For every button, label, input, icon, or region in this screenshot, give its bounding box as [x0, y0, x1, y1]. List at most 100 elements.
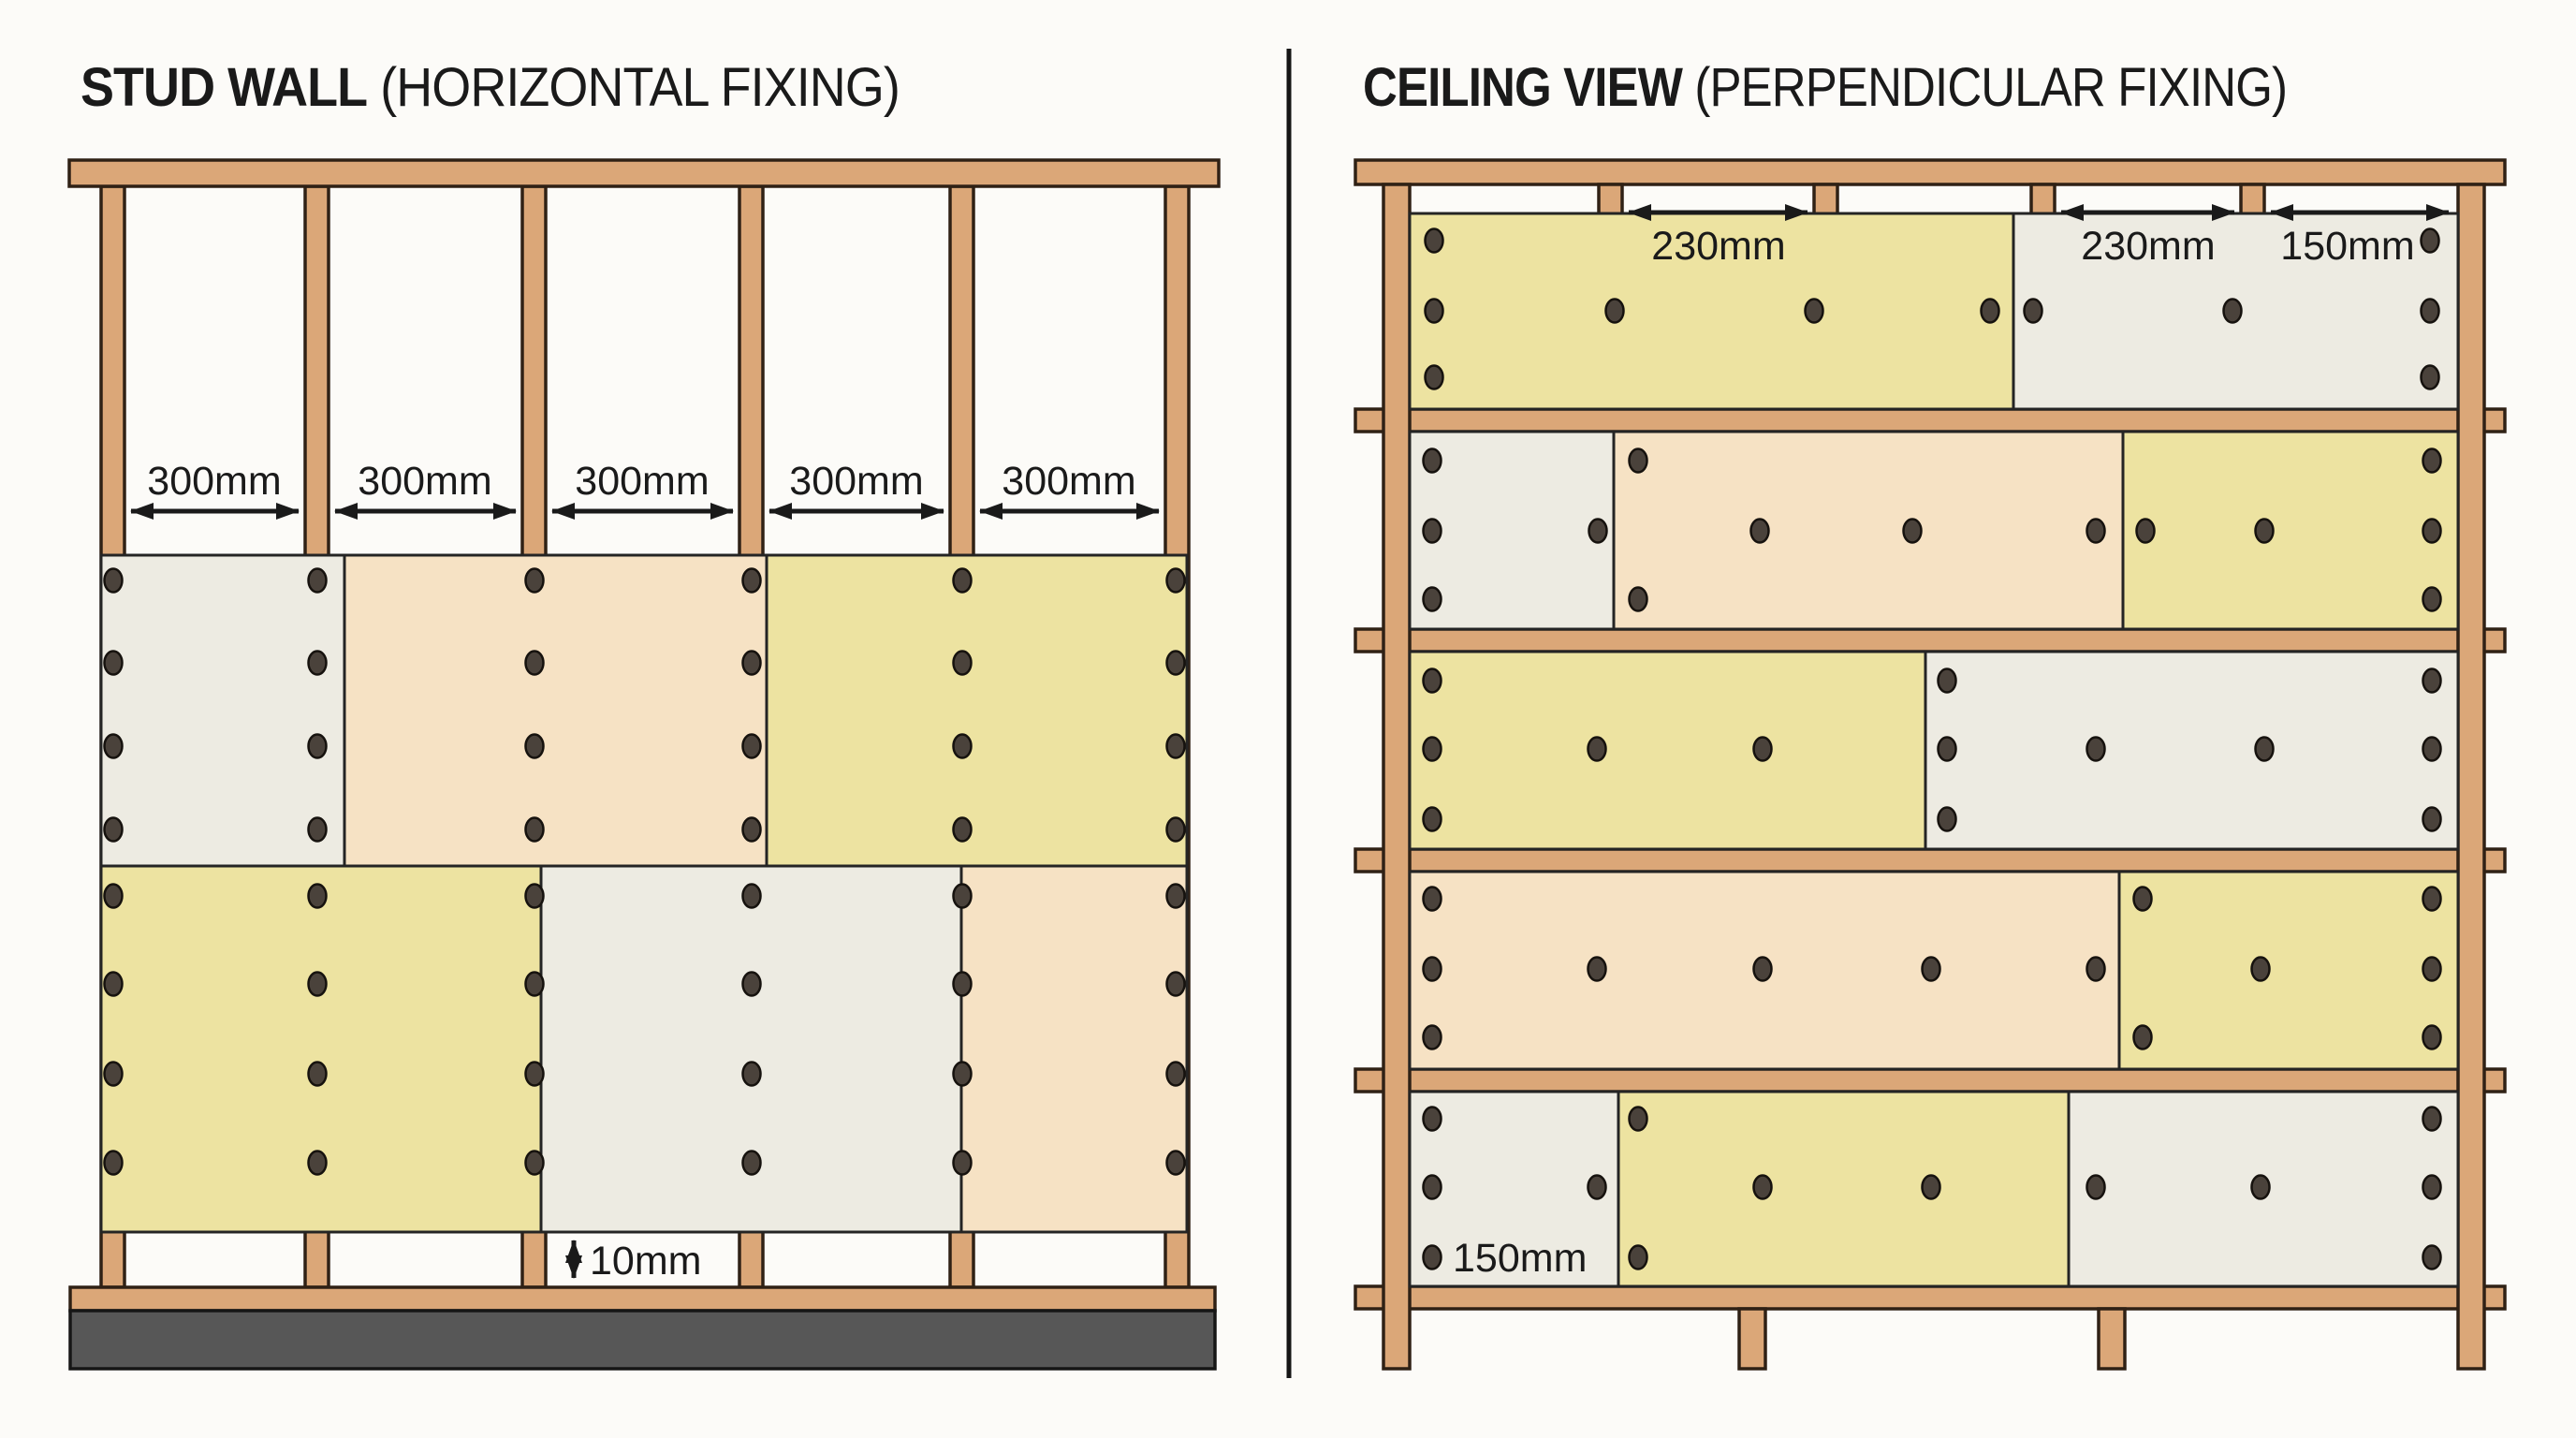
screw-dot — [1752, 956, 1773, 982]
screw-dot — [1937, 668, 1957, 694]
screw-dot — [2422, 1024, 2442, 1050]
plasterboard — [2012, 212, 2460, 411]
screw-dot — [1937, 806, 1957, 832]
joist — [1354, 158, 2507, 186]
screw-dot — [2422, 668, 2442, 694]
screw-dot — [952, 733, 973, 759]
plasterboard — [1924, 650, 2460, 851]
edge-distance-bottom-label: 150mm — [1453, 1236, 1587, 1281]
screw-dot — [103, 816, 124, 843]
screw-dot — [952, 883, 973, 909]
screw-dot — [1937, 736, 1957, 762]
screw-spacing-label: 230mm — [2081, 224, 2215, 269]
plasterboard — [1408, 430, 1616, 631]
stud-spacing-label: 300mm — [789, 459, 923, 504]
screw-dot — [741, 883, 762, 909]
screw-dot — [307, 971, 328, 997]
left-panel-title-bold: STUD WALL — [80, 56, 367, 117]
screw-dot — [1165, 816, 1186, 843]
noggin-stub — [2239, 183, 2266, 217]
plasterboard — [1612, 430, 2125, 631]
screw-dot — [741, 1150, 762, 1176]
screw-dot — [2086, 956, 2106, 982]
screw-dot — [1604, 298, 1625, 324]
noggin-stub — [2097, 1307, 2127, 1371]
screw-dot — [1902, 518, 1923, 544]
screw-dot — [2420, 364, 2440, 390]
screw-dot — [307, 567, 328, 594]
screw-dot — [1165, 567, 1186, 594]
screw-dot — [2086, 518, 2106, 544]
screw-dot — [2422, 806, 2442, 832]
screw-dot — [307, 1061, 328, 1087]
screw-dot — [2422, 518, 2442, 544]
screw-dot — [1628, 586, 1648, 612]
screw-dot — [524, 733, 545, 759]
bottom-plate — [68, 1285, 1217, 1313]
screw-dot — [1165, 650, 1186, 676]
screw-dot — [2422, 586, 2442, 612]
screw-dot — [1422, 736, 1442, 762]
screw-dot — [952, 1061, 973, 1087]
left-panel-title: STUD WALL (HORIZONTAL FIXING) — [80, 56, 900, 117]
screw-dot — [1628, 448, 1648, 474]
screw-dot — [1921, 956, 1941, 982]
joist — [1354, 847, 2507, 873]
screw-dot — [741, 567, 762, 594]
screw-dot — [1422, 956, 1442, 982]
screw-dot — [103, 883, 124, 909]
screw-dot — [1422, 1174, 1442, 1200]
screw-dot — [103, 1061, 124, 1087]
plasterboard — [343, 553, 768, 868]
screw-dot — [1165, 971, 1186, 997]
plasterboard — [2117, 870, 2460, 1071]
screw-dot — [524, 1061, 545, 1087]
screw-dot — [1422, 586, 1442, 612]
screw-dot — [1424, 364, 1444, 390]
screw-dot — [2422, 1106, 2442, 1132]
edge-rail — [1382, 183, 1412, 1371]
screw-dot — [307, 816, 328, 843]
screw-dot — [2422, 886, 2442, 912]
joist — [1354, 1067, 2507, 1093]
stud-wall-panel: STUD WALL (HORIZONTAL FIXING) 300mm 300m… — [67, 56, 1221, 1371]
left-panel-title-rest: (HORIZONTAL FIXING) — [367, 56, 900, 117]
screw-dot — [2422, 1174, 2442, 1200]
stud-spacing-label: 300mm — [1002, 459, 1135, 504]
noggin-stub — [1737, 1307, 1767, 1371]
screw-dot — [1422, 1024, 1442, 1050]
plasterboard — [959, 864, 1189, 1234]
plasterboard — [99, 553, 346, 868]
screw-dot — [103, 650, 124, 676]
screw-dot — [952, 816, 973, 843]
screw-dot — [952, 971, 973, 997]
stud-spacing-label: 300mm — [358, 459, 491, 504]
screw-dot — [2420, 298, 2440, 324]
screw-dot — [524, 650, 545, 676]
screw-dot — [103, 733, 124, 759]
screw-dot — [952, 567, 973, 594]
right-panel-title-rest: (PERPENDICULAR FIXING) — [1682, 57, 2287, 118]
screw-dot — [2422, 1244, 2442, 1270]
screw-dot — [1424, 227, 1444, 254]
screw-dot — [2422, 736, 2442, 762]
screw-dot — [1587, 736, 1607, 762]
right-panel-title-bold: CEILING VIEW — [1363, 57, 1683, 118]
noggin-stub — [1597, 183, 1624, 217]
screw-dot — [2023, 298, 2043, 324]
screw-dot — [2422, 956, 2442, 982]
screw-dot — [2086, 736, 2106, 762]
noggin-stub — [1812, 183, 1839, 217]
screw-dot — [1980, 298, 2000, 324]
screw-dot — [1422, 1106, 1442, 1132]
right-panel-title: CEILING VIEW (PERPENDICULAR FIXING) — [1363, 57, 2287, 118]
floor-gap-label: 10mm — [590, 1239, 701, 1284]
screw-dot — [1587, 956, 1607, 982]
screw-dot — [1921, 1174, 1941, 1200]
edge-rail — [2456, 183, 2486, 1371]
screw-dot — [2254, 518, 2275, 544]
screw-dot — [103, 971, 124, 997]
joist — [1354, 627, 2507, 653]
screw-dot — [2254, 736, 2275, 762]
